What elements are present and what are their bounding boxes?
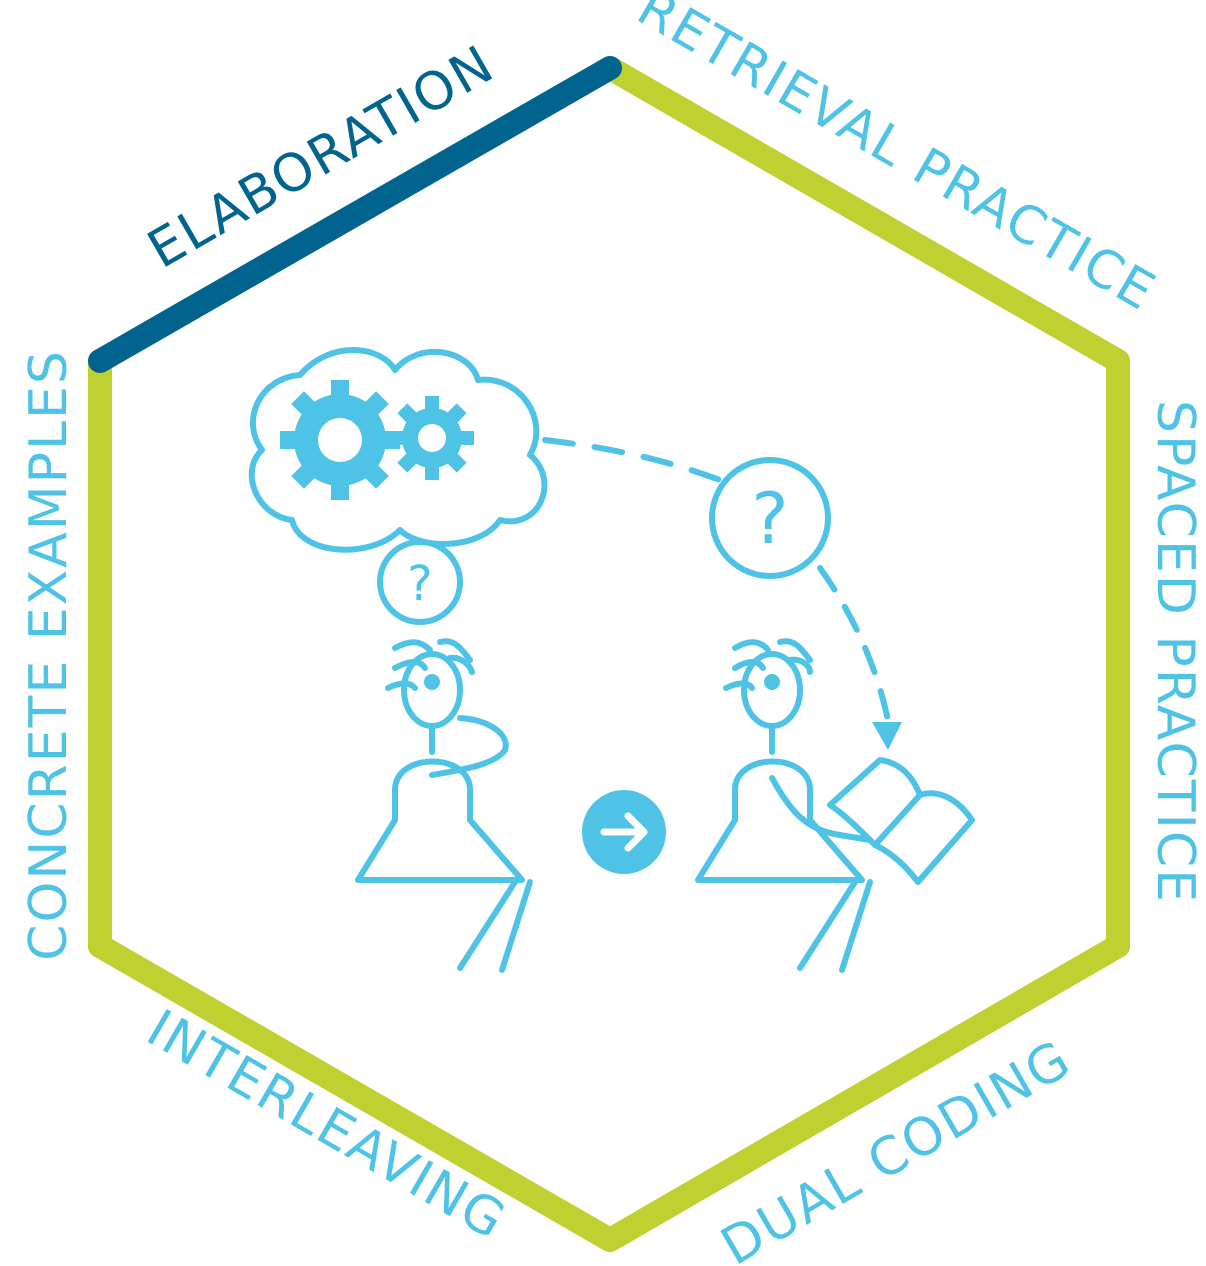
label-spaced-practice: SPACED PRACTICE — [1145, 400, 1205, 904]
label-concrete-examples: CONCRETE EXAMPLES — [19, 349, 79, 961]
hexagon-outline — [88, 56, 1130, 1252]
dashed-connector-top — [542, 437, 723, 483]
label-interleaving: INTERLEAVING — [137, 999, 516, 1253]
label-retrieval-practice: RETRIEVAL PRACTICE — [627, 0, 1165, 323]
dashed-connector-down — [817, 565, 891, 723]
question-mark-left: ? — [407, 556, 432, 612]
hex-side-top-right — [598, 56, 1130, 373]
arrow-head-down — [872, 722, 902, 750]
person-icon — [695, 638, 873, 973]
question-bubble-icon — [377, 539, 463, 625]
person-icon — [355, 638, 533, 973]
question-mark-right: ? — [751, 478, 788, 560]
hex-side-bottom-left — [88, 934, 622, 1252]
gear-hole — [318, 418, 362, 462]
question-bubble-icon — [709, 457, 831, 579]
arrow-right-icon — [582, 790, 666, 874]
gear-hole — [418, 424, 446, 452]
illustration: ? ? — [248, 347, 975, 973]
hex-side-top-left-highlighted — [88, 56, 622, 373]
hex-side-bottom-right — [598, 934, 1130, 1252]
open-book-icon — [827, 757, 975, 885]
thought-cloud-icon — [248, 347, 548, 553]
